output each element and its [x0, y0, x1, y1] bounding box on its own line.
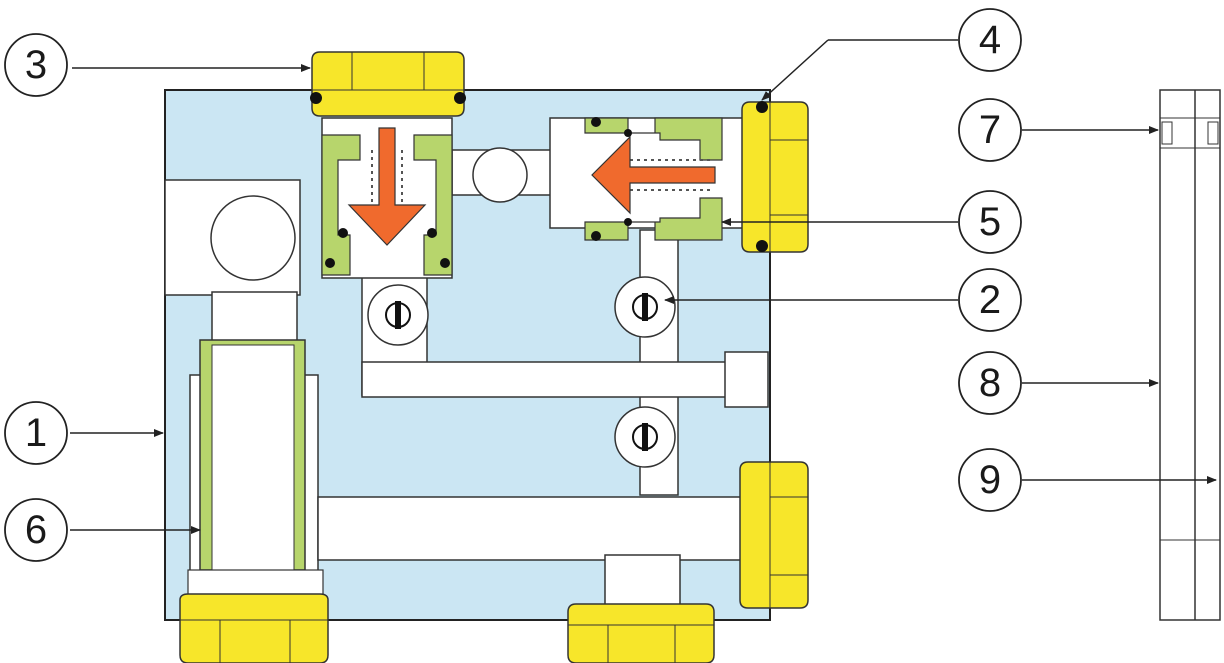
side-plate-screw-left	[1161, 121, 1173, 145]
top-oring-2	[427, 228, 437, 238]
middle-horizontal-passage	[361, 361, 731, 398]
bottom-center-passage	[604, 554, 681, 611]
callout-9: 9	[958, 448, 1022, 512]
right-oring-2	[591, 231, 601, 241]
right-cap-oring-top	[756, 101, 768, 113]
top-cap-oring-right	[454, 92, 466, 104]
lower-horizontal-passage	[317, 496, 744, 561]
top-cap-oring-left	[310, 92, 322, 104]
top-poppet	[347, 127, 427, 246]
right-lower-fitting	[739, 461, 809, 609]
callout-7-label: 7	[979, 108, 1001, 152]
gauge-plug-right-bottom	[614, 406, 676, 468]
top-cap-nut	[311, 51, 465, 117]
left-port-ball	[210, 195, 296, 281]
side-plate-screw-right	[1207, 121, 1219, 145]
callout-2-label: 2	[979, 278, 1001, 322]
callout-6: 6	[4, 498, 68, 562]
right-oring-1	[591, 117, 601, 127]
callout-2: 2	[958, 268, 1022, 332]
leader-4b	[761, 39, 829, 101]
bottom-left-fitting-collar	[187, 569, 324, 596]
gauge-plug-left	[367, 284, 429, 346]
right-poppet	[591, 135, 716, 215]
port-fittings	[179, 461, 809, 663]
callout-8-label: 8	[979, 361, 1001, 405]
cross-passage-ball	[472, 147, 528, 203]
right-middle-plug	[724, 351, 769, 408]
callout-1: 1	[4, 401, 68, 465]
top-oring-4	[440, 258, 450, 268]
gauge-plug-right-top	[614, 276, 676, 338]
right-cartridge	[584, 101, 809, 253]
sleeve-assembly	[199, 339, 306, 571]
right-oring-3	[624, 129, 632, 137]
callout-5-label: 5	[979, 200, 1001, 244]
side-plate-outline	[1159, 89, 1221, 621]
callout-1-label: 1	[25, 411, 47, 455]
callouts: 3 4 7 5 2 8	[4, 8, 1217, 562]
callout-7: 7	[958, 98, 1022, 162]
callout-4: 4	[958, 8, 1022, 72]
right-cap-nut	[741, 101, 809, 253]
top-oring-1	[338, 228, 348, 238]
side-view-plate	[1159, 89, 1221, 621]
bottom-left-fitting	[179, 593, 329, 663]
top-oring-3	[325, 258, 335, 268]
sleeve-inner	[211, 344, 295, 571]
callout-8: 8	[958, 351, 1022, 415]
bottom-center-fitting	[567, 603, 715, 663]
callout-5: 5	[958, 190, 1022, 254]
callout-3: 3	[4, 33, 68, 97]
right-cap-oring-bottom	[756, 240, 768, 252]
callout-4-label: 4	[979, 18, 1001, 62]
top-cartridge	[310, 51, 466, 279]
gauge-plugs	[367, 276, 676, 468]
sleeve-bore	[211, 291, 298, 343]
callout-6-label: 6	[25, 508, 47, 552]
right-oring-4	[624, 218, 632, 226]
callout-3-label: 3	[25, 43, 47, 87]
top-cartridge-seat-left	[321, 134, 361, 276]
callout-9-label: 9	[979, 458, 1001, 502]
